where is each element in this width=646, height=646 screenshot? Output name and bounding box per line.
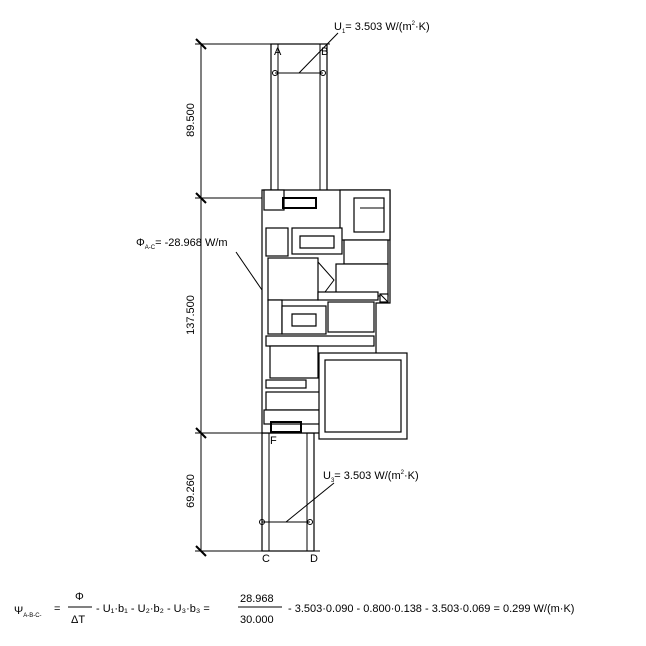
point-b-label: B: [321, 46, 328, 58]
glazing-bottom: [259, 432, 335, 552]
u-top-label: U1= 3.503 W/(m2·K): [334, 21, 430, 35]
dimension-top: 89.500: [185, 103, 197, 137]
point-f-label: F: [270, 435, 277, 447]
glazing-top: [270, 32, 339, 201]
u-bottom-label: U3= 3.503 W/(m2·K): [323, 470, 419, 484]
u-b-terms: - U₁·b₁ - U₂·b₂ - U₃·b₃ =: [96, 603, 210, 615]
dimension-middle: 137.500: [185, 295, 197, 335]
fraction-denominator: 30.000: [240, 614, 274, 626]
equals-sign: =: [54, 603, 60, 615]
point-c-label: C: [262, 553, 270, 565]
delta-t-denominator: ΔT: [71, 614, 85, 626]
psi-equation: ΨA-B-C- = Φ ΔT - U₁·b₁ - U₂·b₂ - U₃·b₃ =…: [14, 591, 574, 626]
point-d-label: D: [310, 553, 318, 565]
phi-label: ΦA-C= -28.968 W/m: [136, 237, 228, 251]
dimension-chain: [195, 38, 330, 557]
fraction-numerator: 28.968: [240, 593, 274, 605]
point-a-label: A: [274, 46, 282, 58]
frame-profile: [261, 189, 391, 434]
phi-numerator: Φ: [75, 591, 84, 603]
psi-symbol: ΨA-B-C-: [14, 605, 42, 619]
numeric-result: - 3.503·0.090 - 0.800·0.138 - 3.503·0.06…: [288, 603, 574, 615]
wall-block: [318, 352, 408, 440]
phi-leader: [235, 251, 263, 291]
dimension-bottom: 69.260: [185, 474, 197, 508]
point-labels: A B C D F: [262, 46, 328, 565]
